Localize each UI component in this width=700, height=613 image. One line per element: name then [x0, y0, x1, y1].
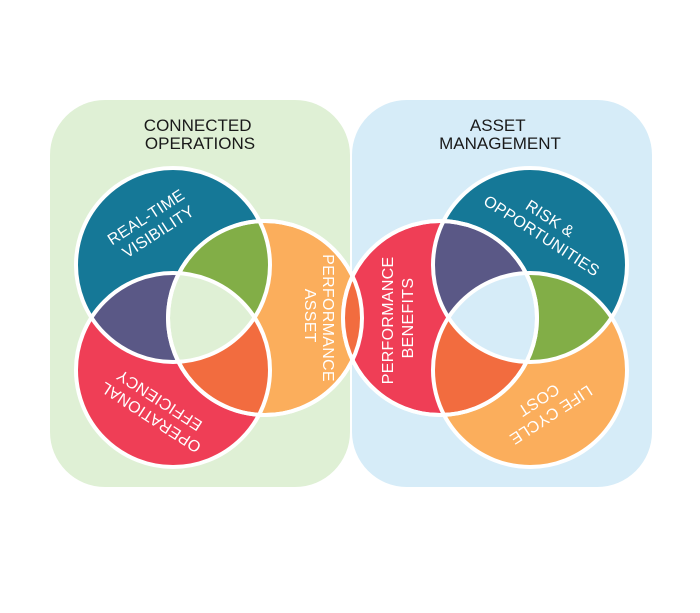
overlap-center-right [433, 273, 537, 362]
label-asset-performance: ASSET PERFORMANCE [301, 254, 336, 382]
label-performance-benefits: PERFORMANCE BENEFITS [380, 252, 417, 385]
panel-title-connected-operations: CONNECTED OPERATIONS [144, 116, 256, 153]
venn-connected-operations [74, 166, 364, 469]
panel-title-asset-management: ASSET MANAGEMENT [439, 116, 561, 153]
venn-asset-management [341, 166, 629, 469]
